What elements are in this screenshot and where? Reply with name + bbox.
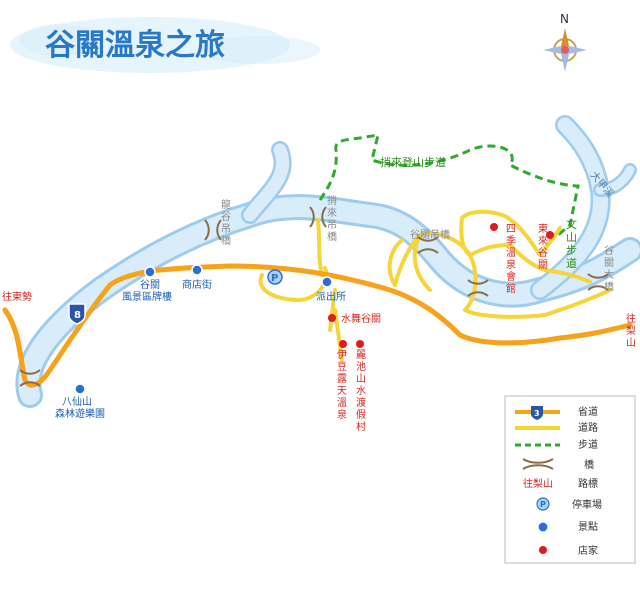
- bridge-icon: [309, 206, 327, 228]
- bridge-icon: [587, 273, 609, 291]
- direction-east: 往梨山: [626, 312, 636, 349]
- attraction-pins: [74, 264, 333, 395]
- shop-label-dongzhi: 東來谷關: [538, 222, 548, 271]
- shop-label-izu: 伊豆露天溫泉: [337, 349, 347, 421]
- legend-road-sign: 路標: [578, 477, 598, 490]
- map-title: 谷關溫泉之旅: [45, 28, 225, 63]
- bridge-label-guguan-big: 谷關大橋: [604, 245, 614, 293]
- shop-icon: [356, 340, 364, 348]
- shop-label-shuiwu: 水舞谷關: [341, 313, 381, 325]
- bridge-icon: [204, 219, 222, 241]
- trail-label-wenshan: 文山步道: [566, 217, 577, 270]
- title-splatter: [10, 17, 320, 73]
- trail-label-shaolai: 捎來登山步道: [380, 155, 446, 169]
- legend-bridge: 橋: [584, 458, 594, 471]
- attraction-label-shop-street: 商店街: [182, 278, 212, 291]
- svg-text:P: P: [540, 500, 546, 509]
- shop-icon: [546, 231, 554, 239]
- attraction-label-police: 派出所: [316, 290, 346, 303]
- legend-province-road: 省道: [578, 405, 598, 418]
- shop-label-siji: 四季溫泉會館: [506, 224, 516, 295]
- attraction-label-guguan-sign: 谷關風景區牌樓: [122, 279, 172, 303]
- bridge-label-longgu: 龍谷吊橋: [221, 198, 231, 247]
- route-8-number: 8: [74, 310, 81, 321]
- legend: 3 P: [504, 395, 636, 564]
- direction-west: 往東勢: [2, 290, 32, 303]
- svg-text:3: 3: [534, 409, 540, 418]
- parking-icon: [267, 269, 283, 285]
- parking-symbol: P: [271, 273, 278, 284]
- shop-pins: [328, 223, 554, 348]
- attraction-label-baxianshan: 八仙山森林遊樂園: [55, 395, 105, 420]
- legend-road-sign-example: 往梨山: [523, 477, 553, 490]
- route-8-shield-icon: [68, 303, 86, 325]
- compass-icon: [543, 28, 587, 72]
- compass-north-label: N: [560, 12, 569, 26]
- bridge-icon: [417, 236, 439, 254]
- attraction-icon: [191, 264, 203, 276]
- trail-lines: [318, 133, 580, 237]
- attraction-icon: [74, 383, 86, 395]
- bridge-label-guguan: 谷關吊橋: [410, 228, 450, 241]
- river: [15, 115, 640, 408]
- bridge-icon: [19, 369, 41, 387]
- legend-shop: 店家: [578, 544, 598, 557]
- legend-parking: 停車場: [572, 498, 602, 511]
- legend-attraction: 景點: [578, 520, 598, 533]
- legend-trail: 步道: [578, 438, 598, 451]
- bridge-icons: [19, 206, 609, 387]
- attraction-icon: [321, 276, 333, 288]
- shop-label-lichi: 麗池山水渡假村: [356, 349, 366, 433]
- bridge-icon: [467, 279, 489, 297]
- shop-icon: [490, 223, 498, 231]
- bridge-label-shaolai: 捎來吊橋: [327, 194, 337, 243]
- shop-icon: [339, 340, 347, 348]
- attraction-icon: [144, 266, 156, 278]
- legend-road: 道路: [578, 421, 598, 434]
- shop-icon: [328, 314, 336, 322]
